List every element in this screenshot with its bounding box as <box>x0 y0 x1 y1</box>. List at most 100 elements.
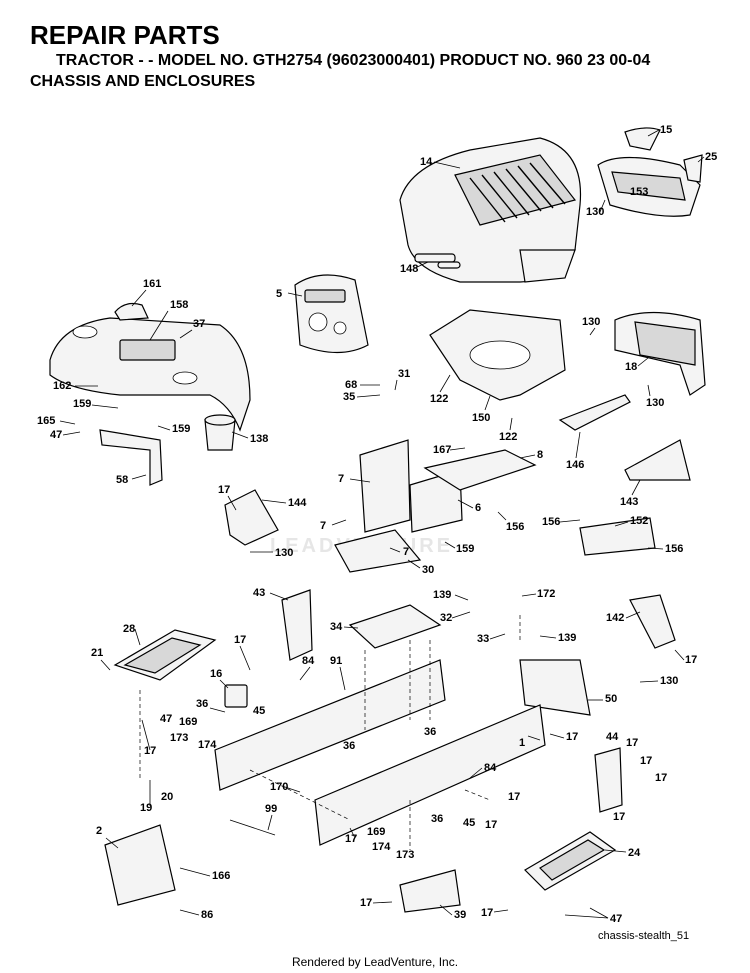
label-18: 18 <box>625 361 637 373</box>
bracket-part-43 <box>281 589 313 661</box>
label-36-b: 36 <box>343 740 355 752</box>
label-122-b: 122 <box>499 431 517 443</box>
label-146: 146 <box>566 459 584 471</box>
label-158: 158 <box>170 299 188 311</box>
label-169-a: 169 <box>179 716 197 728</box>
label-174-a: 174 <box>198 739 217 751</box>
label-174-b: 174 <box>372 841 391 853</box>
label-31: 31 <box>398 368 410 380</box>
label-144: 144 <box>288 497 307 509</box>
label-162: 162 <box>53 380 71 392</box>
label-36-c: 36 <box>424 726 436 738</box>
lever-part <box>229 819 276 836</box>
label-35: 35 <box>343 391 355 403</box>
label-17-i: 17 <box>613 811 625 823</box>
label-156-a: 156 <box>506 521 524 533</box>
label-17-m: 17 <box>360 897 372 909</box>
label-44: 44 <box>606 731 619 743</box>
label-47-a: 47 <box>50 429 62 441</box>
label-161: 161 <box>143 278 161 290</box>
label-91: 91 <box>330 655 342 667</box>
cup-holder-part <box>204 414 236 451</box>
label-130-b: 130 <box>582 316 600 328</box>
label-17-j: 17 <box>508 791 520 803</box>
label-156-b: 156 <box>542 516 560 528</box>
label-39: 39 <box>454 909 466 921</box>
label-34: 34 <box>330 621 343 633</box>
label-5: 5 <box>276 288 282 300</box>
left-frame-rail-part <box>214 659 446 791</box>
label-6: 6 <box>475 502 481 514</box>
front-plate-part <box>104 824 176 906</box>
label-17-d: 17 <box>566 731 578 743</box>
rear-bracket-part <box>594 747 623 813</box>
firewall-part <box>334 439 537 573</box>
label-30: 30 <box>422 564 434 576</box>
label-138: 138 <box>250 433 268 445</box>
label-139-b: 139 <box>558 632 576 644</box>
label-130-d: 130 <box>275 547 293 559</box>
label-17-h: 17 <box>655 772 667 784</box>
label-43: 43 <box>253 587 265 599</box>
label-159-b: 159 <box>172 423 190 435</box>
mount-plate-part <box>348 604 442 649</box>
hood-vent-grille <box>469 162 566 223</box>
footer-credit: Rendered by LeadVenture, Inc. <box>291 955 459 969</box>
label-17-k: 17 <box>485 819 497 831</box>
label-173-a: 173 <box>170 732 188 744</box>
label-21: 21 <box>91 647 103 659</box>
label-165: 165 <box>37 415 55 427</box>
label-24: 24 <box>628 847 641 859</box>
leader-lines <box>59 129 705 919</box>
label-17-e: 17 <box>626 737 638 749</box>
fender-bracket-part <box>99 429 163 486</box>
label-152: 152 <box>630 515 648 527</box>
label-33: 33 <box>477 633 489 645</box>
label-36-d: 36 <box>431 813 443 825</box>
bracket-part-144 <box>224 489 279 546</box>
label-159-a: 159 <box>73 398 91 410</box>
label-68: 68 <box>345 379 357 391</box>
side-panel-part-143 <box>624 439 691 481</box>
label-130-e: 130 <box>660 675 678 687</box>
label-84-b: 84 <box>484 762 497 774</box>
label-45-b: 45 <box>463 817 475 829</box>
label-8: 8 <box>537 449 543 461</box>
right-frame-rail-part <box>314 704 546 846</box>
label-45-a: 45 <box>253 705 265 717</box>
label-14: 14 <box>420 156 433 168</box>
label-17-b: 17 <box>685 654 697 666</box>
section-title: CHASSIS AND ENCLOSURES <box>30 73 256 90</box>
label-1: 1 <box>519 737 525 749</box>
label-28: 28 <box>123 623 135 635</box>
label-84-a: 84 <box>302 655 315 667</box>
label-142: 142 <box>606 612 624 624</box>
label-2: 2 <box>96 825 102 837</box>
label-153: 153 <box>630 186 648 198</box>
label-16: 16 <box>210 668 222 680</box>
label-36-a: 36 <box>196 698 208 710</box>
label-167: 167 <box>433 444 451 456</box>
label-150: 150 <box>472 412 490 424</box>
label-25: 25 <box>705 151 717 163</box>
label-17-c: 17 <box>234 634 246 646</box>
label-172: 172 <box>537 588 555 600</box>
label-143: 143 <box>620 496 638 508</box>
page-title: REPAIR PARTS <box>30 20 220 50</box>
part-labels: 14 15 25 153 130 148 161 158 37 5 130 18… <box>37 124 717 925</box>
label-86: 86 <box>201 909 213 921</box>
fender-part <box>49 302 251 432</box>
bracket-part-142 <box>629 594 676 649</box>
label-130-a: 130 <box>586 206 604 218</box>
label-15: 15 <box>660 124 672 136</box>
rear-cover-part <box>614 311 706 396</box>
label-17-g: 17 <box>640 755 652 767</box>
side-panel-part-146 <box>558 394 631 431</box>
label-159-c: 159 <box>456 543 474 555</box>
label-122-a: 122 <box>430 393 448 405</box>
frame-crossmember-part <box>519 659 591 716</box>
label-99: 99 <box>265 803 277 815</box>
label-148: 148 <box>400 263 418 275</box>
label-169-b: 169 <box>367 826 385 838</box>
